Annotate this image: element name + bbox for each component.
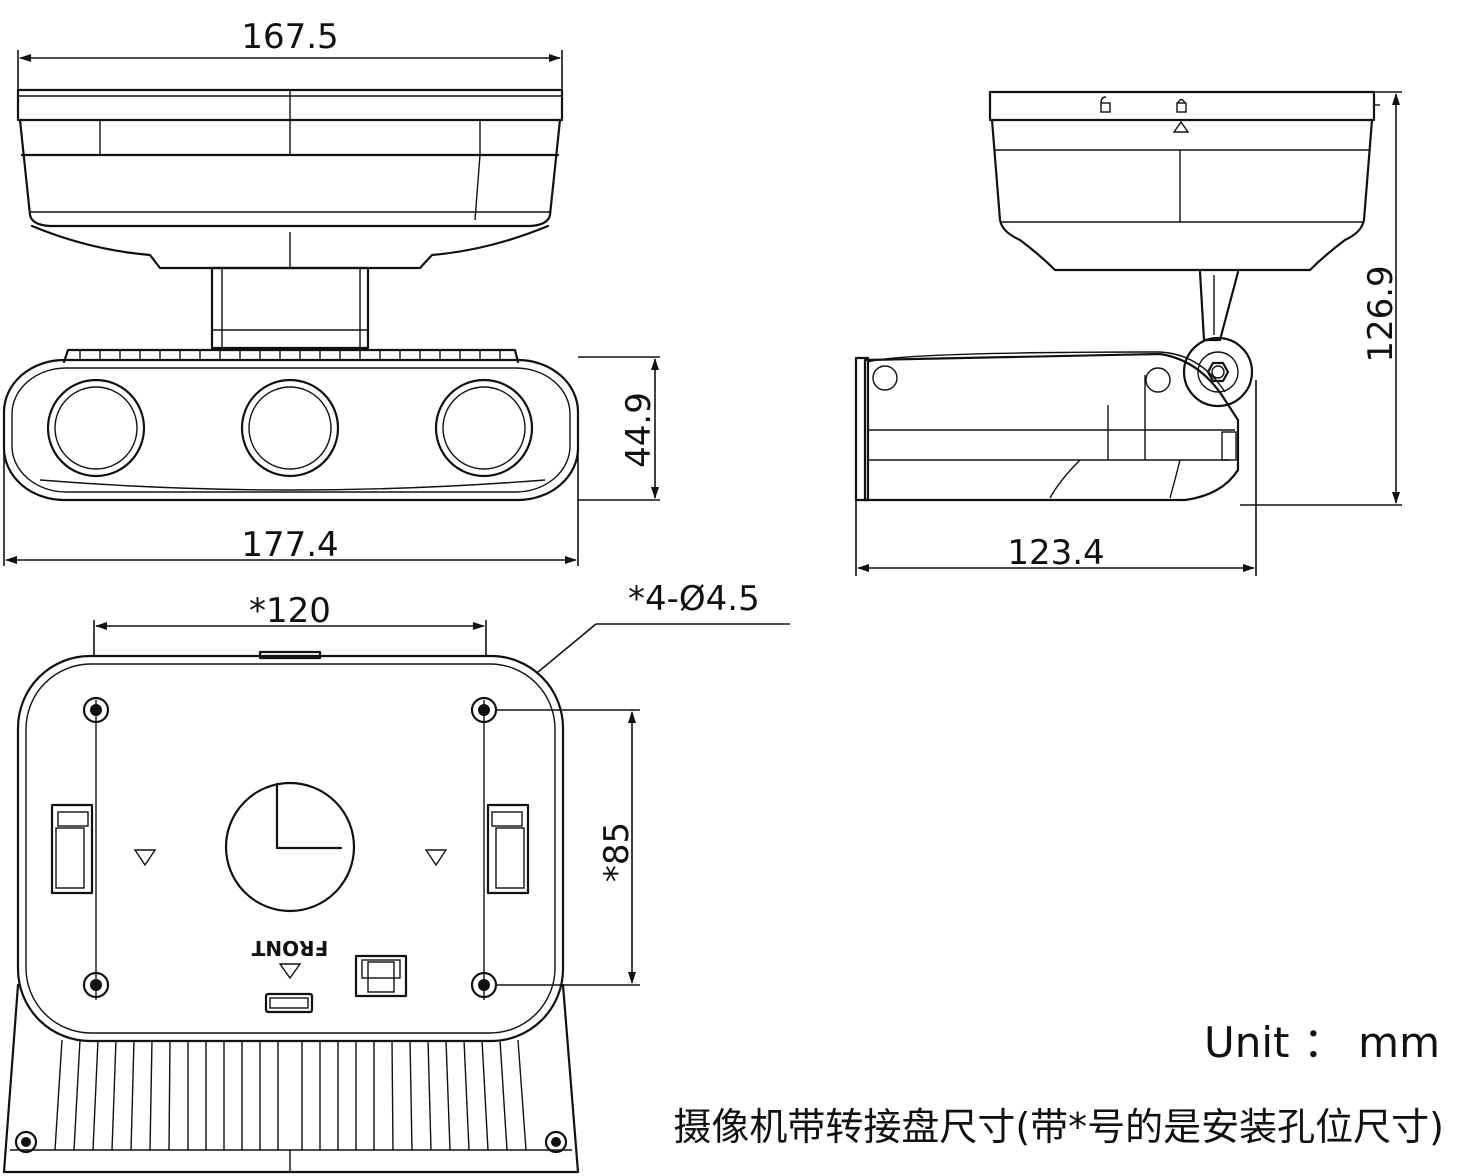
side-view: 126.9 123.4	[854, 90, 1402, 576]
pivot-nut	[1206, 361, 1230, 383]
side-front-cap	[854, 356, 870, 502]
orientation-triangle-right	[424, 849, 448, 867]
heat-fin-ticks	[79, 350, 501, 360]
pivot-joint	[1182, 336, 1254, 408]
bottom-view: *120 *4-Ø4.5	[2, 579, 790, 1174]
mount-base-body	[18, 118, 562, 228]
side-screw	[872, 365, 898, 391]
fin-screw-left	[14, 1130, 38, 1154]
body-height-label: 44.9	[619, 392, 659, 468]
mount-base-bottom	[30, 224, 550, 270]
mounting-hole-tl	[82, 696, 110, 724]
caption-label: 摄像机带转接盘尺寸(带*号的是安装孔位尺寸)	[673, 1105, 1444, 1149]
orientation-triangle-left	[133, 849, 157, 867]
lens-right	[434, 378, 534, 478]
side-depth-label: 123.4	[1007, 533, 1104, 573]
plate-top-notch	[258, 650, 322, 660]
side-mount-rim	[988, 90, 1376, 122]
body-width-label: 177.4	[241, 525, 338, 565]
lens-center	[240, 378, 340, 478]
front-triangle-icon	[278, 963, 302, 980]
side-mount-body	[990, 118, 1374, 272]
bottom-heat-fin-block	[2, 983, 580, 1174]
hole-spec-label: *4-Ø4.5	[628, 579, 760, 619]
fin-screw-right	[544, 1130, 568, 1154]
align-triangle-icon	[1172, 120, 1190, 133]
unlock-shackle	[1100, 96, 1107, 104]
camera-body-outline	[2, 358, 580, 502]
side-height-label: 126.9	[1361, 265, 1401, 362]
hole-spacing-h-label: *120	[249, 591, 331, 631]
front-view: 167.5	[2, 17, 660, 566]
side-clip-left	[50, 803, 94, 895]
side-clip-right	[486, 803, 530, 895]
mounting-hole-bl	[82, 971, 110, 999]
side-camera-body	[863, 352, 1240, 502]
heat-fins-top	[62, 348, 520, 364]
hole-spacing-v-label: *85	[597, 822, 637, 882]
side-connector	[1221, 431, 1237, 461]
bracket-neck	[210, 266, 370, 350]
side-bracket-arm	[1198, 270, 1240, 342]
lock-icon	[1176, 102, 1187, 113]
cable-hole	[224, 781, 356, 913]
unlock-icon	[1100, 102, 1111, 113]
lock-shackle	[1177, 98, 1186, 104]
unit-label: Unit ： mm	[1204, 1018, 1440, 1067]
front-marking: FRONT	[251, 936, 328, 960]
bottom-slot	[264, 992, 314, 1014]
lens-left	[46, 378, 146, 478]
top-width-label: 167.5	[241, 17, 338, 57]
bottom-heat-fins	[54, 1039, 527, 1151]
dip-switch	[354, 954, 408, 998]
